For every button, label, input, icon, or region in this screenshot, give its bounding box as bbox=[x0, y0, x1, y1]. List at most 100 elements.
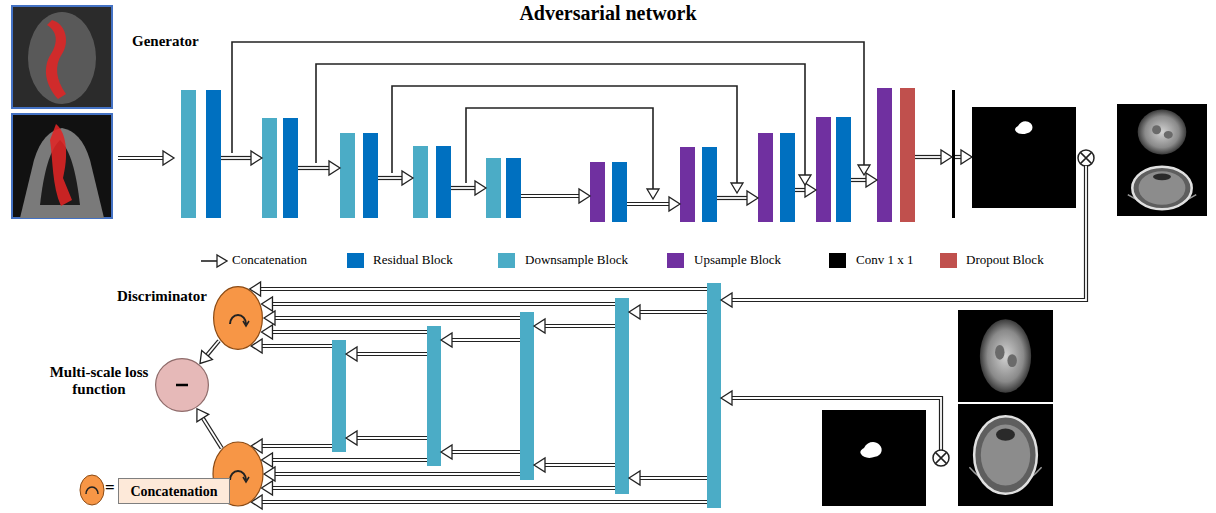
legend-text: Upsample Block bbox=[694, 252, 781, 268]
legend-text: Dropout Block bbox=[966, 252, 1044, 268]
legend-text: Concatenation bbox=[232, 252, 307, 268]
image-ground bbox=[822, 410, 926, 506]
arrow-shaft-core bbox=[915, 156, 942, 158]
brain-tissue bbox=[1139, 171, 1186, 205]
arrow-shaft-core bbox=[271, 331, 427, 333]
label-holder: Generator bbox=[132, 33, 199, 50]
brain-spot bbox=[995, 345, 1005, 360]
tumour-region bbox=[46, 20, 66, 99]
arrow-head bbox=[346, 431, 357, 445]
arrow-shaft-outline bbox=[627, 202, 670, 206]
arrow-shaft-outline bbox=[521, 194, 580, 198]
arrow-head bbox=[534, 458, 545, 472]
chain-arrow bbox=[629, 471, 707, 485]
chain-arrow bbox=[346, 431, 427, 445]
network-block bbox=[900, 88, 915, 222]
arrow-head bbox=[579, 189, 590, 203]
arrow-head bbox=[329, 161, 340, 175]
image-ground bbox=[958, 310, 1053, 402]
node-heading: Discriminator bbox=[117, 288, 207, 305]
arrow-shaft-core bbox=[202, 417, 221, 448]
chain-arrow bbox=[441, 445, 520, 459]
conv-block bbox=[952, 90, 955, 218]
arrow-head bbox=[799, 175, 811, 185]
network-block bbox=[283, 118, 298, 218]
arrow-shaft-core bbox=[261, 345, 332, 347]
concatenation-box: Concatenation bbox=[118, 478, 230, 504]
arrow-shaft-outline bbox=[206, 341, 219, 356]
arrow-shaft-outline bbox=[260, 287, 707, 291]
arrow-head bbox=[941, 150, 952, 164]
image-ground bbox=[12, 6, 112, 108]
arrow-shaft-core bbox=[274, 317, 520, 319]
arrow-head bbox=[251, 151, 262, 165]
input-arrow bbox=[721, 166, 1086, 307]
tissue-shape bbox=[28, 12, 96, 104]
pet-image bbox=[1117, 104, 1207, 160]
arrow-shaft-core bbox=[544, 464, 615, 466]
mask-blob bbox=[860, 442, 881, 458]
downsample-block bbox=[615, 298, 629, 494]
loss-circle: Multi-scale loss function bbox=[155, 358, 209, 412]
arrow-shaft-outline bbox=[851, 178, 867, 182]
chain-arrow bbox=[346, 347, 427, 361]
legend-swatch bbox=[347, 253, 364, 268]
network-block bbox=[590, 162, 605, 222]
downsample-block bbox=[520, 312, 534, 480]
network-block bbox=[436, 146, 451, 218]
arrow-head bbox=[261, 297, 272, 311]
arrow-head bbox=[629, 471, 640, 485]
arrow-shaft-core bbox=[451, 187, 476, 189]
skull-shape bbox=[1132, 167, 1191, 210]
tumour-region bbox=[50, 124, 72, 206]
feature-arrow bbox=[251, 495, 707, 509]
connector bbox=[200, 341, 219, 364]
skip-line bbox=[201, 260, 218, 262]
legend-text: Conv 1 x 1 bbox=[856, 252, 913, 268]
concat-arrow bbox=[451, 181, 486, 195]
arrow-shaft-core bbox=[356, 353, 427, 355]
arrow-shaft-core bbox=[261, 445, 332, 447]
arrow-head bbox=[805, 183, 816, 197]
input-arrow bbox=[118, 151, 174, 165]
feature-arrow bbox=[261, 297, 615, 311]
arrow-shaft-outline bbox=[261, 444, 332, 448]
orbit-shape bbox=[1153, 173, 1171, 180]
concat-arrow bbox=[915, 150, 952, 164]
arrow-shaft-core bbox=[639, 477, 707, 479]
legend-swatch bbox=[940, 253, 957, 268]
image-ground bbox=[12, 114, 112, 218]
chain-arrow bbox=[441, 333, 520, 347]
arrow-shaft-outline bbox=[271, 330, 427, 334]
section-label: Generator bbox=[132, 33, 199, 50]
arrow-shaft-outline bbox=[639, 476, 707, 480]
pet-image bbox=[958, 310, 1053, 402]
arrow-shaft-outline bbox=[261, 344, 332, 348]
mask-blob bbox=[1015, 121, 1032, 134]
brain-spot bbox=[1152, 125, 1161, 134]
multiply-symbol bbox=[1078, 150, 1094, 166]
arrow-shaft-core bbox=[451, 339, 520, 341]
skip-line bbox=[392, 86, 737, 184]
concat-arrow bbox=[298, 161, 340, 175]
legend-sample bbox=[200, 252, 228, 270]
network-block bbox=[758, 133, 773, 222]
feature-arrow bbox=[251, 339, 332, 353]
arrow-head bbox=[731, 183, 743, 193]
arrow-head bbox=[747, 191, 758, 205]
network-block bbox=[181, 90, 196, 218]
discriminator-ellipse: Discriminator bbox=[213, 286, 263, 350]
brain-tissue bbox=[981, 424, 1030, 485]
arrow-head bbox=[858, 165, 870, 175]
arrow-shaft-outline bbox=[274, 472, 520, 476]
arrow-head bbox=[261, 481, 272, 495]
ct-image bbox=[958, 404, 1053, 506]
arrow-head bbox=[534, 319, 545, 333]
arrow-head bbox=[261, 325, 272, 339]
arrow-shaft-outline bbox=[451, 186, 476, 190]
arrow-head bbox=[721, 293, 732, 307]
feature-arrow bbox=[261, 325, 427, 339]
arrow-head bbox=[475, 181, 486, 195]
network-block bbox=[612, 162, 627, 222]
